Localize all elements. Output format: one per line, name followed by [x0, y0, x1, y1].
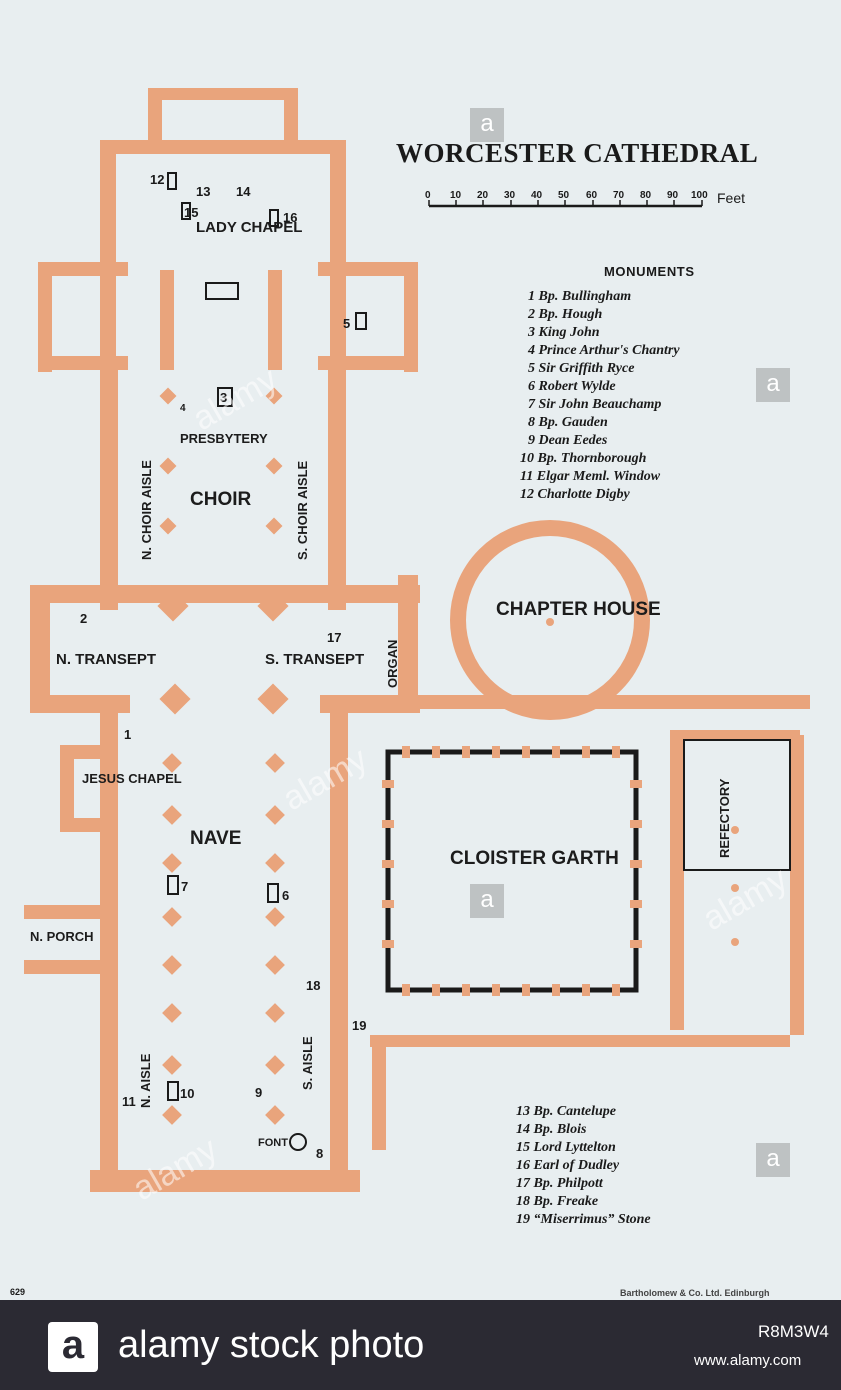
scale-unit: Feet: [717, 190, 746, 206]
scale-tick: 70: [613, 190, 625, 201]
monument-entry: 4 Prince Arthur's Chantry: [528, 343, 680, 358]
plan-number: 17: [327, 630, 342, 645]
monument-entry: 17 Bp. Philpott: [516, 1176, 603, 1191]
room-label-nave: NAVE: [190, 828, 242, 849]
plan-number: 19: [352, 1018, 367, 1033]
monuments-heading: MONUMENTS: [604, 264, 695, 279]
room-label-lady-chapel: LADY CHAPEL: [196, 219, 303, 236]
watermark-badge: a: [470, 108, 504, 142]
monument-entry: 15 Lord Lyttelton: [516, 1140, 616, 1155]
room-label-chapter-house: CHAPTER HOUSE: [496, 599, 661, 620]
monument-entry: 7 Sir John Beauchamp: [528, 397, 662, 412]
footer-url[interactable]: www.alamy.com: [694, 1352, 802, 1369]
room-label-n-transept: N. TRANSEPT: [56, 651, 157, 668]
refectory-outline: [683, 739, 791, 871]
scale-tick: 20: [477, 190, 489, 201]
monument-entry: 9 Dean Eedes: [528, 433, 608, 448]
monument-entry: 13 Bp. Cantelupe: [516, 1104, 616, 1119]
monument-entry: 8 Bp. Gauden: [528, 415, 608, 430]
room-label-presbytery: PRESBYTERY: [180, 431, 268, 446]
footer-brand: alamy stock photo: [118, 1324, 425, 1366]
plan-number: 11: [122, 1094, 136, 1109]
room-label-choir: CHOIR: [190, 489, 252, 510]
alamy-logo-icon: a: [48, 1322, 98, 1372]
monument-entry: 18 Bp. Freake: [516, 1194, 599, 1209]
plan-number: 1: [124, 727, 132, 742]
plan-number: 14: [236, 184, 251, 199]
plan-number: 7: [181, 879, 189, 894]
room-label-n-aisle: N. AISLE: [138, 1053, 153, 1108]
room-label-s-choir-aisle: S. CHOIR AISLE: [295, 460, 310, 560]
plan-number: 10: [180, 1086, 195, 1101]
scale-tick: 50: [558, 190, 570, 201]
plan-number: 2: [80, 611, 88, 626]
room-label-s-transept: S. TRANSEPT: [265, 651, 365, 668]
monument-entry: 16 Earl of Dudley: [516, 1158, 620, 1173]
room-label-n-porch: N. PORCH: [30, 929, 94, 944]
monument-entry: 10 Bp. Thornborough: [520, 451, 647, 466]
plan-number: 5: [343, 316, 351, 331]
monument-entry: 11 Elgar Meml. Window: [520, 469, 661, 484]
publisher-credit: Bartholomew & Co. Ltd. Edinburgh: [620, 1288, 770, 1298]
scale-tick: 10: [450, 190, 462, 201]
monument-entry: 5 Sir Griffith Ryce: [528, 361, 635, 376]
monument-entry: 2 Bp. Hough: [528, 307, 603, 322]
watermark-badge: a: [756, 368, 790, 402]
watermark-badge: a: [756, 1143, 790, 1177]
plan-number: 3: [220, 390, 228, 405]
monument-entry: 6 Robert Wylde: [528, 379, 616, 394]
room-label-refectory: REFECTORY: [717, 778, 732, 858]
scale-tick: 60: [586, 190, 598, 201]
map-title: WORCESTER CATHEDRAL: [396, 138, 759, 168]
room-label-font: FONT: [258, 1137, 288, 1149]
room-label-s-aisle: S. AISLE: [300, 1036, 315, 1090]
scale-tick: 100: [691, 190, 708, 201]
plan-number: 18: [306, 978, 321, 993]
cloister-outline: [385, 749, 639, 993]
scale-tick: 80: [640, 190, 652, 201]
room-label-jesus-chapel: JESUS CHAPEL: [82, 771, 182, 786]
map-page: WORCESTER CATHEDRAL 0 10 20 30 40 50 60 …: [0, 0, 841, 1300]
room-label-cloister-garth: CLOISTER GARTH: [450, 848, 619, 869]
monument-entry: 14 Bp. Blois: [516, 1122, 587, 1137]
room-label-organ: ORGAN: [385, 639, 400, 688]
plan-number: 4: [180, 403, 186, 414]
monument-entry: 3 King John: [528, 325, 600, 340]
page-number: 629: [10, 1287, 26, 1297]
plan-number: 15: [184, 205, 199, 220]
plan-number: 13: [196, 184, 211, 199]
room-label-n-choir-aisle: N. CHOIR AISLE: [139, 460, 154, 560]
footer-bar: a alamy stock photo R8M3W4 www.alamy.com: [0, 1300, 841, 1390]
plan-number: 8: [316, 1146, 324, 1161]
monument-entry: 19 “Miserrimus” Stone: [516, 1212, 651, 1227]
plan-number: 9: [255, 1085, 263, 1100]
scale-tick: 40: [531, 190, 543, 201]
monument-entry: 1 Bp. Bullingham: [528, 289, 632, 304]
plan-number: 12: [150, 172, 165, 187]
footer-image-id: R8M3W4: [758, 1322, 829, 1341]
scale-tick: 90: [667, 190, 679, 201]
watermark-badge: a: [470, 884, 504, 918]
cathedral-floor-plan: [24, 88, 810, 1192]
scale-tick: 0: [425, 190, 431, 201]
monument-entry: 12 Charlotte Digby: [520, 487, 630, 502]
scale-tick: 30: [504, 190, 516, 201]
plan-number: 6: [282, 888, 290, 903]
plan-number: 16: [283, 210, 298, 225]
